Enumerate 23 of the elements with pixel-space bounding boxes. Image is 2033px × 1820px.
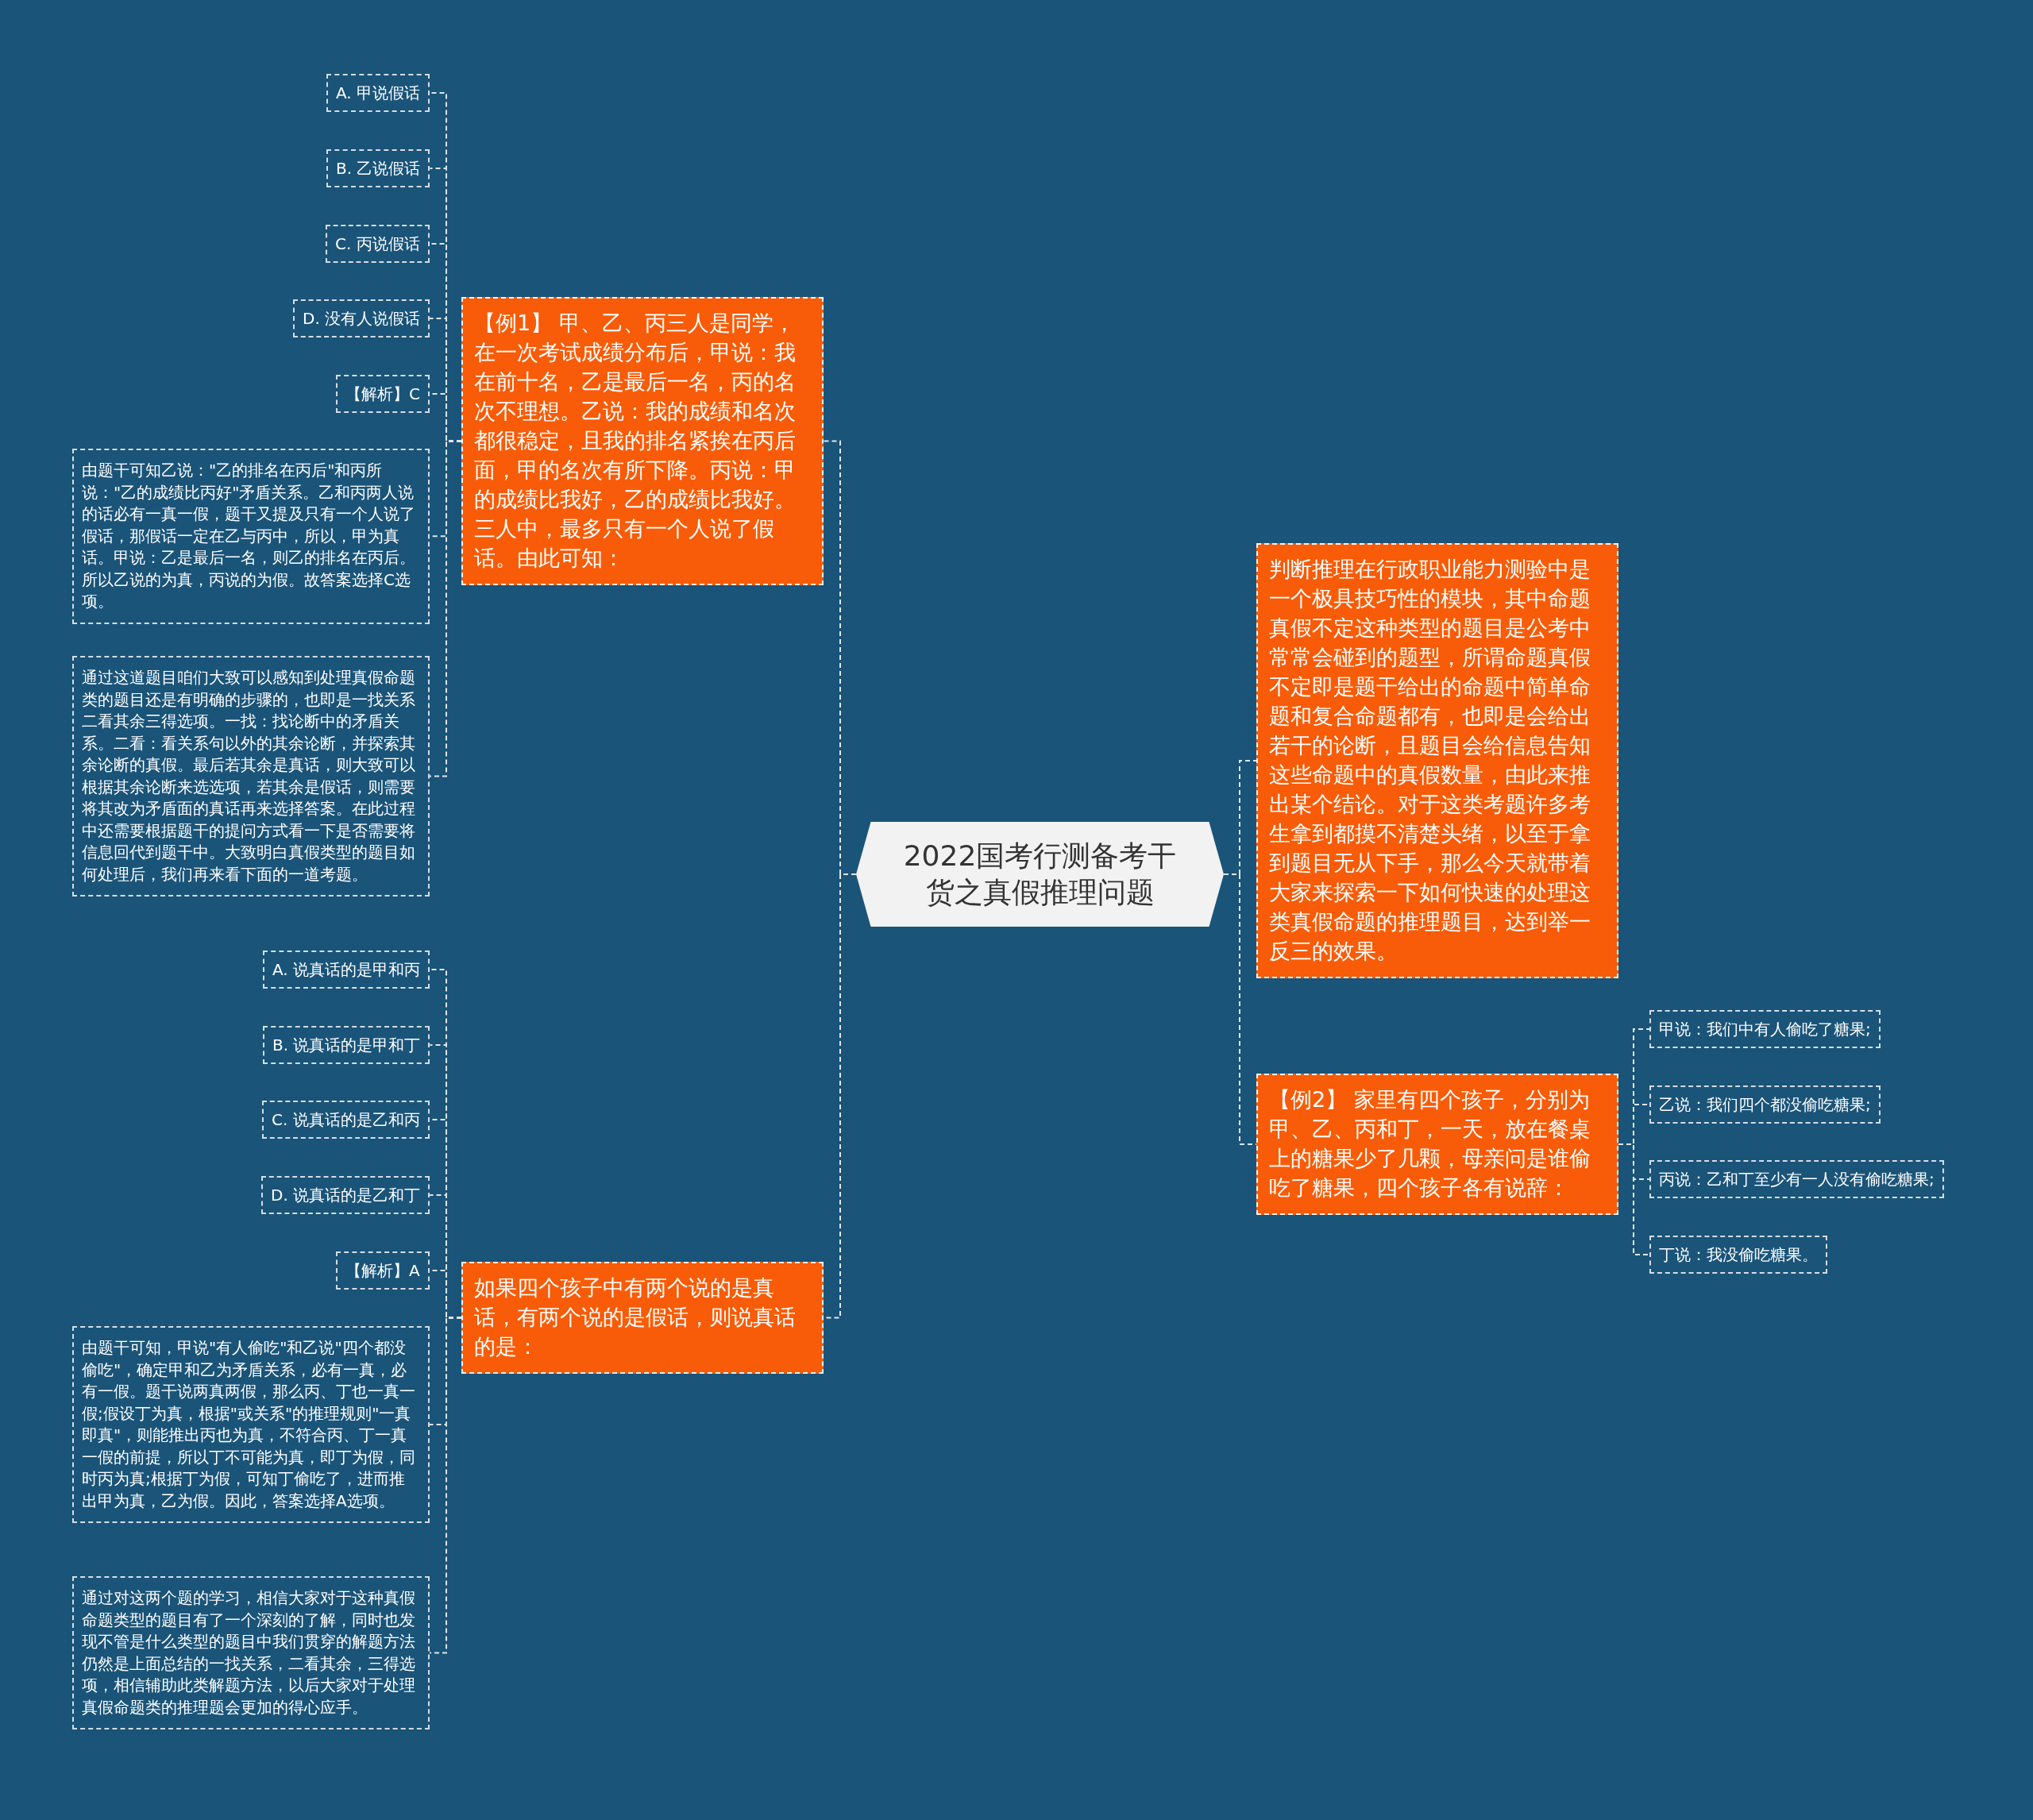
topic-box: 【例2】 家里有四个孩子，分别为甲、乙、丙和丁，一天，放在餐桌上的糖果少了几颗，母亲问是谁偷吃了糖果，四个孩子各有说辞：	[1256, 1074, 1618, 1215]
option-box: 【解析】C	[336, 375, 430, 413]
explanation-box: 由题干可知，甲说"有人偷吃"和乙说"四个都没偷吃"，确定甲和乙为矛盾关系，必有一真，必有一假。题干说两真两假，那么丙、丁也一真一假;假设丁为真，根据"或关系"的推理规则"一真即真"，则能推出丙也为真，不符合丙、丁一真一假的前提，所以丁不可能为真，即丁为假，同时丙为真;根据丁为假，可知丁偷吃了，进而推出甲为真，乙为假。因此，答案选择A选项。	[72, 1326, 430, 1523]
option-box: C. 丙说假话	[326, 225, 430, 263]
option-box: 丁说：我没偷吃糖果。	[1649, 1236, 1827, 1274]
option-box: D. 没有人说假话	[293, 299, 430, 337]
topic-box: 如果四个孩子中有两个说的是真话，有两个说的是假话，则说真话的是：	[461, 1262, 824, 1374]
connector-line	[1618, 1143, 1650, 1255]
option-box: 乙说：我们四个都没偷吃糖果;	[1649, 1085, 1881, 1124]
option-box: 甲说：我们中有人偷吃了糖果;	[1649, 1010, 1881, 1048]
option-box: 【解析】A	[336, 1251, 430, 1290]
option-box: D. 说真话的是乙和丁	[261, 1176, 430, 1214]
explanation-box: 由题干可知乙说："乙的排名在丙后"和丙所说："乙的成绩比丙好"矛盾关系。乙和丙两人说的话必有一真一假，题干又提及只有一个人说了假话，那假话一定在乙与丙中，所以，甲为真话。甲说：乙是最后一名，则乙的排名在丙后。所以乙说的为真，丙说的为假。故答案选择C选项。	[72, 449, 430, 624]
option-box: A. 说真话的是甲和丙	[263, 950, 430, 989]
topic-box: 判断推理在行政职业能力测验中是一个极具技巧性的模块，其中命题真假不定这种类型的题目是公考中常常会碰到的题型，所谓命题真假不定即是题干给出的命题中简单命题和复合命题都有，也即是会给出若干的论断，且题目会给信息告知这些命题中的真假数量，由此来推出某个结论。对于这类考题许多考生拿到都摸不清楚头绪，以至于拿到题目无从下手，那么今天就带着大家来探索一下如何快速的处理这类真假命题的推理题目，达到举一反三的效果。	[1256, 543, 1618, 978]
option-box: C. 说真话的是乙和丙	[262, 1101, 430, 1139]
option-box: B. 乙说假话	[326, 149, 430, 187]
option-box: A. 甲说假话	[326, 74, 430, 112]
explanation-box: 通过对这两个题的学习，相信大家对于这种真假命题类型的题目有了一个深刻的了解，同时也发现不管是什么类型的题目中我们贯穿的解题方法仍然是上面总结的一找关系，二看其余，三得选项，相信辅助此类解题方法，以后大家对于处理真假命题类的推理题会更加的得心应手。	[72, 1576, 430, 1729]
option-box: B. 说真话的是甲和丁	[263, 1026, 430, 1064]
option-box: 丙说：乙和丁至少有一人没有偷吃糖果;	[1649, 1160, 1944, 1198]
explanation-box: 通过这道题目咱们大致可以感知到处理真假命题类的题目还是有明确的步骤的，也即是一找关系二看其余三得选项。一找：找论断中的矛盾关系。二看：看关系句以外的其余论断，并探索其余论断的真假。最后若其余是真话，则大致可以根据其余论断来选选项，若其余是假话，则需要将其改为矛盾面的真话再来选择答案。在此过程中还需要根据题干的提问方式看一下是否需要将信息回代到题干中。大致明白真假类型的题目如何处理后，我们再来看下面的一道考题。	[72, 656, 430, 897]
topic-box: 【例1】 甲、乙、丙三人是同学，在一次考试成绩分布后，甲说：我在前十名，乙是最后一名，丙的名次不理想。乙说：我的成绩和名次都很稳定，且我的排名紧挨在丙后面，甲的名次有所下降。丙说：甲的成绩比我好，乙的成绩比我好。三人中，最多只有一个人说了假话。由此可知：	[461, 297, 824, 585]
